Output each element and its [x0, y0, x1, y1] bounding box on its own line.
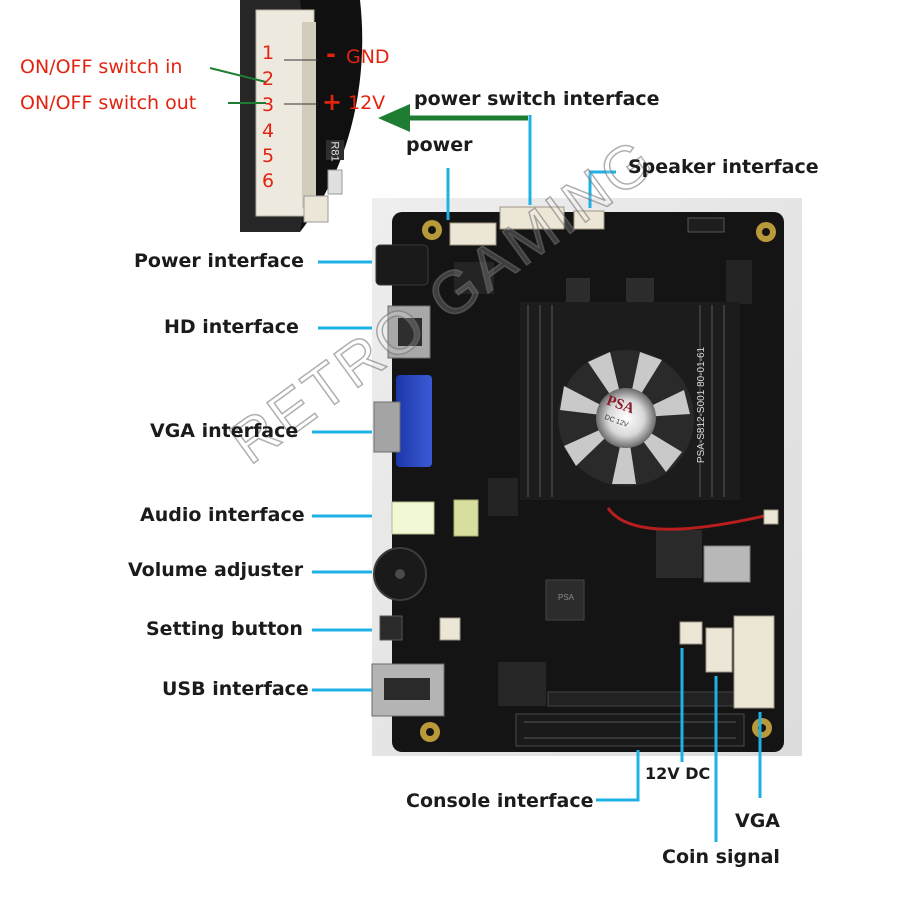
coin-connector [705, 627, 733, 673]
pin-2-label: 2 [262, 68, 275, 90]
switch-in-label: ON/OFF switch in [20, 56, 183, 78]
pin-1-label: 1 [262, 42, 275, 64]
power-label: power [406, 134, 473, 156]
v12-label: 12V [348, 92, 386, 114]
power-switch-interface-label: power switch interface [414, 88, 660, 110]
speaker-interface-label: Speaker interface [628, 156, 819, 178]
vga-port [396, 375, 432, 467]
power-switch-connector [499, 206, 565, 230]
dc-jack [375, 244, 429, 286]
audio-jack [391, 501, 435, 535]
pin-5-label: 5 [262, 145, 275, 167]
power-interface-label: Power interface [134, 250, 305, 272]
12v-dc-connector [679, 621, 703, 645]
model-marking: PSA-S812-S001 80-01-61 [696, 346, 708, 464]
setting-button [379, 615, 403, 641]
coin-signal-label: Coin signal [662, 846, 780, 868]
speaker-connector [573, 210, 605, 230]
inset-pcb-marking: R81 [328, 141, 341, 162]
12v-dc-label: 12V DC [645, 764, 711, 783]
gnd-minus-symbol: - [326, 40, 336, 68]
vga-connector [733, 615, 775, 709]
power-connector [449, 222, 497, 246]
pin-6-label: 6 [262, 170, 275, 192]
pin-3-label: 3 [262, 94, 275, 116]
setting-button-label: Setting button [146, 618, 303, 640]
v12-plus-symbol: + [322, 88, 343, 116]
vga-interface-label: VGA interface [150, 420, 299, 442]
vga-label: VGA [735, 810, 781, 832]
audio-interface-label: Audio interface [140, 504, 305, 526]
gnd-label: GND [346, 46, 390, 68]
pin-4-label: 4 [262, 120, 275, 142]
switch-out-label: ON/OFF switch out [20, 92, 197, 114]
hd-interface-label: HD interface [164, 316, 299, 338]
console-connector [515, 713, 745, 747]
volume-adjuster-label: Volume adjuster [128, 559, 304, 581]
console-interface-label: Console interface [406, 790, 594, 812]
chip-marking: PSA [558, 593, 575, 602]
usb-interface-label: USB interface [162, 678, 309, 700]
